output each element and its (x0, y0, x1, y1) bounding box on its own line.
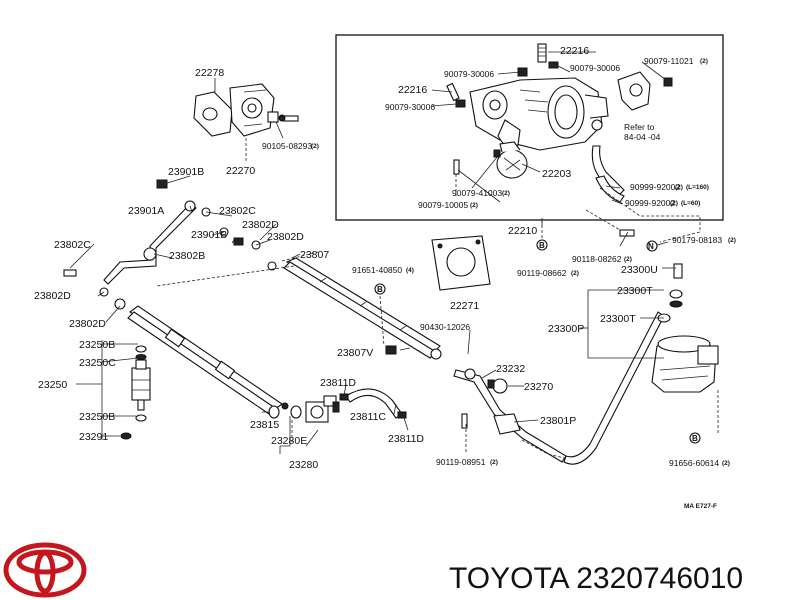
label-23807V: 23807V (337, 347, 373, 359)
label-91651-40850: 91651-40850 (352, 265, 402, 275)
label-23250C: 23250C (79, 357, 116, 369)
label-90999-92002-a: 90999-92002 (630, 182, 680, 192)
refer-to-line-2: 84-04 -04 (624, 132, 661, 142)
label-90079-10005: 90079-10005 (418, 200, 468, 210)
label-23802C-top: 23802C (219, 205, 256, 217)
qty-90079-11021: (2) (700, 58, 708, 65)
label-23270: 23270 (524, 381, 553, 393)
idle-air-control-valve-drawing (193, 83, 299, 137)
label-23815: 23815 (250, 419, 279, 431)
diagram-reference-code: MA E727-F (684, 503, 717, 510)
label-22271: 22271 (450, 300, 479, 312)
toyota-logo (3, 542, 87, 598)
label-23300T-a: 23300T (617, 285, 653, 297)
label-90430-12026: 90430-12026 (420, 322, 470, 332)
part-labels: 22278 22270 90105-08293 (2) 22216 90079-… (34, 45, 736, 510)
label-23250B-a: 23250B (79, 339, 115, 351)
label-23300U: 23300U (621, 264, 658, 276)
length-90999-92002-b: (L=60) (681, 200, 700, 207)
label-23291: 23291 (79, 431, 108, 443)
label-23300P: 23300P (548, 323, 584, 335)
qty-90118: (2) (624, 256, 632, 263)
fuel-filter-drawing (453, 229, 719, 465)
throttle-body-gasket-drawing (431, 235, 491, 291)
throttle-body-inset-box (335, 34, 724, 221)
label-90105-08293: 90105-08293 (262, 141, 312, 151)
fuel-delivery-pipe-drawing (283, 257, 442, 360)
vacuum-hose-drawing (339, 345, 407, 419)
label-22216-top: 22216 (560, 45, 589, 57)
label-91656-60614: 91656-60614 (669, 458, 719, 468)
label-23801P: 23801P (540, 415, 576, 427)
qty-90079-41003: (2) (502, 190, 510, 197)
label-23802D-left: 23802D (34, 290, 71, 302)
label-22270: 22270 (226, 165, 255, 177)
injector-rail-drawing (127, 305, 283, 419)
label-23802B: 23802B (169, 250, 205, 262)
qty-90999-92002-b: (2) (670, 200, 678, 207)
leader-lines (69, 51, 719, 459)
throttle-body-drawing (446, 43, 673, 203)
label-23901B-top: 23901B (168, 166, 204, 178)
label-22278: 22278 (195, 67, 224, 79)
label-23250B-b: 23250B (79, 411, 115, 423)
qty-90079-10005: (2) (470, 202, 478, 209)
fuel-injector-drawing (120, 345, 151, 440)
label-90119-08662: 90119-08662 (517, 268, 567, 278)
label-23901A: 23901A (128, 205, 164, 217)
label-90119-08951: 90119-08951 (436, 457, 486, 467)
label-23280E: 23280E (271, 435, 307, 447)
label-23300T-b: 23300T (600, 313, 636, 325)
qty-90999-92002-a: (2) (675, 184, 683, 191)
part-title: TOYOTA 2320746010 (449, 562, 743, 595)
qty-91651: (4) (406, 267, 414, 274)
label-23811D-a: 23811D (320, 377, 356, 389)
fuel-return-pipe-drawing (63, 179, 277, 310)
label-90118-08262: 90118-08262 (572, 254, 622, 264)
qty-91656: (2) (722, 460, 730, 467)
label-23250: 23250 (38, 379, 67, 391)
label-90079-30006-b: 90079-30006 (570, 63, 620, 73)
label-23802D-b: 23802D (267, 231, 304, 243)
qty-90119-08951: (2) (490, 459, 498, 466)
label-22210: 22210 (508, 225, 537, 237)
label-23901B-lower: 23901B (191, 229, 227, 241)
label-23811C: 23811C (350, 411, 386, 423)
label-23807: 23807 (300, 249, 329, 261)
label-23802C-left: 23802C (54, 239, 91, 251)
label-90999-92002-b: 90999-92002 (625, 198, 675, 208)
callout-b-90119: B (539, 241, 545, 250)
label-23232: 23232 (496, 363, 525, 375)
length-90999-92002-a: (L=160) (686, 184, 709, 191)
callout-b-91656: B (692, 434, 698, 443)
qty-90119-08662: (2) (571, 270, 579, 277)
label-23280: 23280 (289, 459, 318, 471)
label-23811D-b: 23811D (388, 433, 424, 445)
qty-90105: (2) (311, 143, 319, 150)
label-90079-11021: 90079-11021 (644, 56, 694, 66)
label-23802D-low: 23802D (69, 318, 106, 330)
label-23802D-a: 23802D (242, 219, 279, 231)
callout-b-91651: B (377, 285, 383, 294)
qty-90179: (2) (728, 237, 736, 244)
label-90079-30006-a: 90079-30006 (444, 69, 494, 79)
label-90079-41003: 90079-41003 (452, 188, 502, 198)
label-22203: 22203 (542, 168, 571, 180)
label-90079-30006-c: 90079-30006 (385, 102, 435, 112)
label-90179-08183: 90179-08183 (672, 235, 722, 245)
refer-to-line-1: Refer to (624, 122, 655, 132)
callout-n-90179: N (648, 242, 654, 251)
callout-markers: B B N B (374, 239, 701, 444)
label-22216-left: 22216 (398, 84, 427, 96)
pressure-regulator-drawing (281, 395, 340, 423)
